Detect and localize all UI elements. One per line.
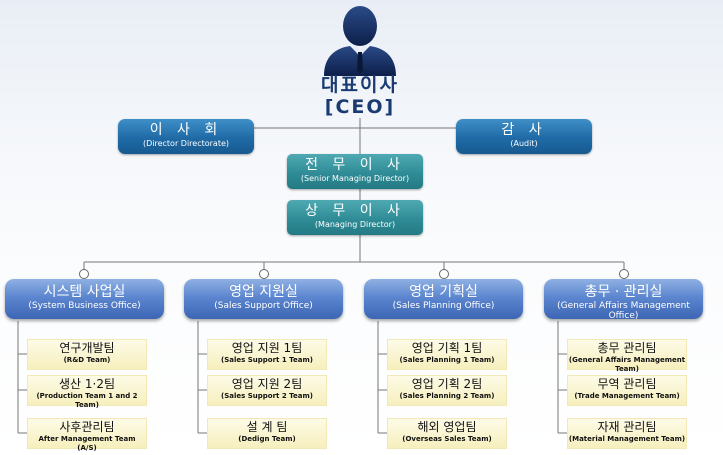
- department-label-en: (Sales Planning Office): [392, 301, 495, 311]
- department-label-en: (System Business Office): [28, 301, 141, 311]
- audit-label: 감 사: [501, 122, 547, 138]
- team-box: 설 계 팀 (Dedign Team): [208, 419, 326, 448]
- team-label: 연구개발팀: [59, 341, 115, 355]
- department-label-en: (Sales Support Office): [214, 301, 313, 311]
- team-label-en: (Production Team 1 and 2 Team): [36, 392, 138, 409]
- team-box: 총무 관리팀 (General Affairs Management Team): [568, 340, 686, 373]
- team-label: 무역 관리팀: [597, 377, 657, 391]
- department-system-business: 시스템 사업실 (System Business Office): [5, 279, 164, 319]
- managing-director-label: 상 무 이 사: [305, 203, 405, 219]
- ceo-avatar-icon: [300, 4, 420, 80]
- team-box: 연구개발팀 (R&D Team): [28, 340, 146, 369]
- ceo-title-en: [CEO]: [324, 96, 396, 118]
- team-box: 영업 기획 2팀 (Sales Planning 2 Team): [388, 376, 506, 405]
- team-box: 영업 기획 1팀 (Sales Planning 1 Team): [388, 340, 506, 369]
- team-label: 영업 기획 2팀: [411, 377, 483, 391]
- team-box: 영업 지원 1팀 (Sales Support 1 Team): [208, 340, 326, 369]
- team-label-en: (Sales Support 1 Team): [221, 356, 313, 364]
- ceo-title: 대표이사 [CEO]: [290, 74, 430, 118]
- department-sales-support: 영업 지원실 (Sales Support Office): [184, 279, 343, 319]
- team-label-en: After Management Team (A/S): [38, 435, 136, 452]
- team-label: 사후관리팀: [59, 420, 115, 434]
- team-label-en: (Trade Management Team): [574, 392, 680, 400]
- department-label: 총무 · 관리실: [584, 284, 663, 300]
- department-label-en: (General Affairs Management Office): [557, 301, 690, 321]
- audit-label-en: (Audit): [510, 139, 538, 148]
- department-sales-planning: 영업 기획실 (Sales Planning Office): [364, 279, 523, 319]
- team-label-en: (Sales Support 2 Team): [221, 392, 313, 400]
- managing-director-box: 상 무 이 사 (Managing Director): [287, 200, 423, 235]
- team-label-en: (Dedign Team): [238, 435, 296, 443]
- senior-director-label-en: (Senior Managing Director): [300, 174, 410, 183]
- senior-director-box: 전 무 이 사 (Senior Managing Director): [287, 154, 423, 189]
- department-general-affairs: 총무 · 관리실 (General Affairs Management Off…: [544, 279, 703, 321]
- connector-node: [439, 269, 449, 279]
- department-label: 영업 기획실: [409, 284, 478, 300]
- board-label: 이 사 회: [149, 122, 223, 138]
- team-label: 영업 지원 1팀: [231, 341, 303, 355]
- team-label: 총무 관리팀: [597, 341, 657, 355]
- connector-node: [619, 269, 629, 279]
- team-label: 해외 영업팀: [417, 420, 477, 434]
- ceo-title-ko: 대표이사: [321, 74, 399, 96]
- team-label-en: (R&D Team): [63, 356, 111, 364]
- team-label: 설 계 팀: [246, 420, 288, 434]
- department-label: 영업 지원실: [229, 284, 298, 300]
- team-box: 생산 1·2팀 (Production Team 1 and 2 Team): [28, 376, 146, 409]
- department-label: 시스템 사업실: [43, 284, 126, 300]
- team-label-en: (Sales Planning 1 Team): [399, 356, 495, 364]
- team-label: 생산 1·2팀: [58, 377, 116, 391]
- team-label: 자재 관리팀: [597, 420, 657, 434]
- team-label-en: (Sales Planning 2 Team): [399, 392, 495, 400]
- senior-director-label: 전 무 이 사: [305, 157, 405, 173]
- managing-director-label-en: (Managing Director): [314, 220, 396, 229]
- audit-box: 감 사 (Audit): [456, 119, 592, 154]
- team-label: 영업 지원 2팀: [231, 377, 303, 391]
- team-label: 영업 기획 1팀: [411, 341, 483, 355]
- team-box: 무역 관리팀 (Trade Management Team): [568, 376, 686, 405]
- connector-node: [259, 269, 269, 279]
- team-label-en: (Material Management Team): [568, 435, 686, 443]
- team-label-en: (General Affairs Management Team): [568, 356, 686, 373]
- team-box: 해외 영업팀 (Overseas Sales Team): [388, 419, 506, 448]
- board-box: 이 사 회 (Director Directorate): [118, 119, 254, 154]
- team-label-en: (Overseas Sales Team): [402, 435, 492, 443]
- connector-node: [79, 269, 89, 279]
- team-box: 자재 관리팀 (Material Management Team): [568, 419, 686, 448]
- board-label-en: (Director Directorate): [142, 139, 230, 148]
- team-box: 영업 지원 2팀 (Sales Support 2 Team): [208, 376, 326, 405]
- team-box: 사후관리팀 After Management Team (A/S): [28, 419, 146, 452]
